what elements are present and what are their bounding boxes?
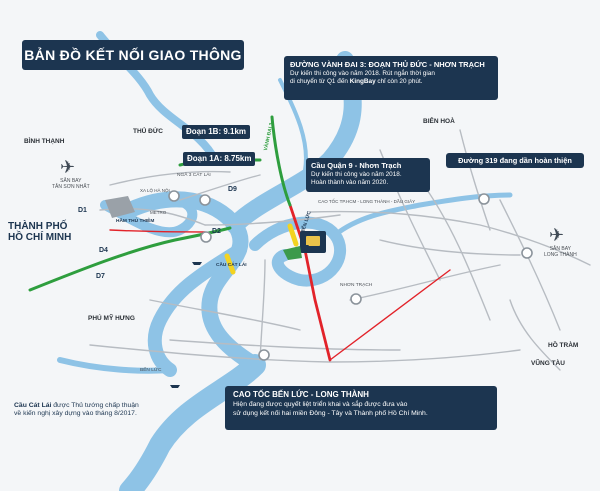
road-north: [109, 170, 231, 186]
kingbay-brand: KingBay: [349, 78, 376, 85]
red-south-east: [329, 269, 451, 361]
label-ben-luc: BẾN LỨC: [140, 368, 162, 373]
airplane-icon: ✈: [549, 225, 565, 245]
road-d2-east: [204, 214, 341, 226]
road-319: [379, 239, 521, 256]
ship-icons: [170, 245, 309, 388]
label-phu-my-hung: PHÚ MỸ HƯNG: [88, 315, 135, 322]
highway-heading: CAO TỐC BẾN LỨC - LONG THÀNH: [233, 390, 369, 399]
road-south-1: [169, 339, 401, 351]
label-hcm-lt-dg-hwy: CAO TỐC TP.HCM - LONG THÀNH - DẦU GIÂY: [318, 199, 416, 204]
river-lower-branch: [57, 357, 173, 374]
red-ben-luc-long-thanh: [288, 203, 332, 362]
airplane-icon: ✈: [60, 157, 76, 177]
road-ring-2: [179, 174, 261, 201]
junction-thu-duc: [168, 190, 180, 202]
label-thu-duc: THỦ ĐỨC: [133, 128, 163, 135]
info-box-ben-luc-highway: CAO TỐC BẾN LỨC - LONG THÀNH Hiện đang đ…: [225, 386, 497, 430]
bridge-cat-lai: [224, 253, 236, 275]
map-title: BẢN ĐỒ KẾT NỐI GIAO THÔNG: [22, 40, 244, 70]
label-d4: D4: [99, 247, 108, 254]
info-box-bridge-q9: Cầu Quận 9 - Nhơn Trạch Dự kiến thi công…: [306, 158, 430, 192]
junction-d2: [200, 231, 212, 243]
label-xa-lo-ha-noi: XA LỘ HÀ NỘI: [140, 188, 170, 193]
road-to-vung-tau: [509, 299, 561, 371]
label-ho-tram: HỒ TRÀM: [548, 342, 579, 349]
label-d1: D1: [78, 207, 87, 214]
label-cau-cat-lai: CẦU CÁT LÁI: [216, 263, 247, 268]
bridge-q9-text: Dự kiến thi công vào năm 2018. Hoàn thàn…: [311, 171, 402, 186]
red-roads: [109, 203, 451, 362]
road-319-badge: Đường 319 đang dần hoàn thiện: [446, 153, 584, 168]
junction-d9: [199, 194, 211, 206]
junction-nhon-trach: [350, 293, 362, 305]
ship-icon: [192, 262, 202, 265]
label-binh-thanh: BÌNH THẠNH: [24, 138, 65, 145]
road-south-ring: [89, 344, 521, 363]
road-long-thanh-hwy: [309, 210, 591, 266]
road-phu-my-hung: [149, 299, 301, 331]
junction-ben-luc: [258, 349, 270, 361]
river-cat-lai: [147, 243, 247, 377]
road-nhon-trach: [349, 264, 501, 301]
junction-north-east: [478, 193, 490, 205]
segment-1a-badge: Đoạn 1A: 8.75km: [183, 152, 256, 166]
label-d2: D2: [212, 228, 221, 235]
label-bien-hoa: BIÊN HOÀ: [423, 118, 455, 125]
bridges: [224, 223, 299, 275]
green-metro-west: [28, 226, 232, 292]
district-1-block: [105, 196, 135, 218]
road-diagonal-1: [419, 179, 491, 321]
label-ham-thu-thiem: HẦM THỦ THIÊM: [116, 219, 155, 224]
highway-text: Hiện đang được quyết liệt triển khai và …: [233, 401, 428, 417]
red-d1-d2: [109, 229, 206, 233]
ring-road-3-heading: ĐƯỜNG VÀNH ĐAI 3: ĐOẠN THỦ ĐỨC - NHƠN TR…: [290, 60, 485, 69]
bridge-q9-nhon-trach: [287, 223, 299, 247]
label-d9: D9: [228, 186, 237, 193]
info-box-ring-road-3: ĐƯỜNG VÀNH ĐAI 3: ĐOẠN THỦ ĐỨC - NHƠN TR…: [284, 56, 498, 100]
segment-1b-badge: Đoạn 1B: 9.1km: [182, 125, 251, 139]
label-nga-3-cat-lai: NGÃ 3 CÁT LÁI: [177, 173, 211, 178]
ship-icon: [301, 245, 309, 248]
ship-icon: [170, 385, 180, 388]
label-hcm-city: THÀNH PHỐ HỒ CHÍ MINH: [8, 221, 72, 243]
label-vung-tau: VŨNG TÀU: [531, 360, 565, 367]
label-nhon-trach: NHƠN TRẠCH: [340, 283, 373, 288]
cat-lai-bridge-note: Cầu Cát Lái được Thủ tướng chấp thuận về…: [14, 402, 139, 417]
river-south: [119, 354, 266, 491]
road-to-bien-hoa: [459, 129, 491, 231]
river-thu-thiem-bend: [100, 195, 198, 238]
label-d7: D7: [96, 273, 105, 280]
ring-road-3-text: Dự kiến thi công vào năm 2018. Rút ngắn …: [290, 70, 435, 85]
road-cat-lai-south: [259, 259, 266, 361]
river-nhon-trach-loop: [249, 216, 346, 287]
junction-east: [521, 247, 533, 259]
bridge-q9-heading: Cầu Quận 9 - Nhơn Trạch: [311, 161, 402, 170]
junctions: [168, 190, 533, 361]
label-metro: METRO: [150, 210, 167, 215]
road-east-trunk: [499, 199, 561, 331]
green-ring-3-north: [270, 115, 292, 207]
